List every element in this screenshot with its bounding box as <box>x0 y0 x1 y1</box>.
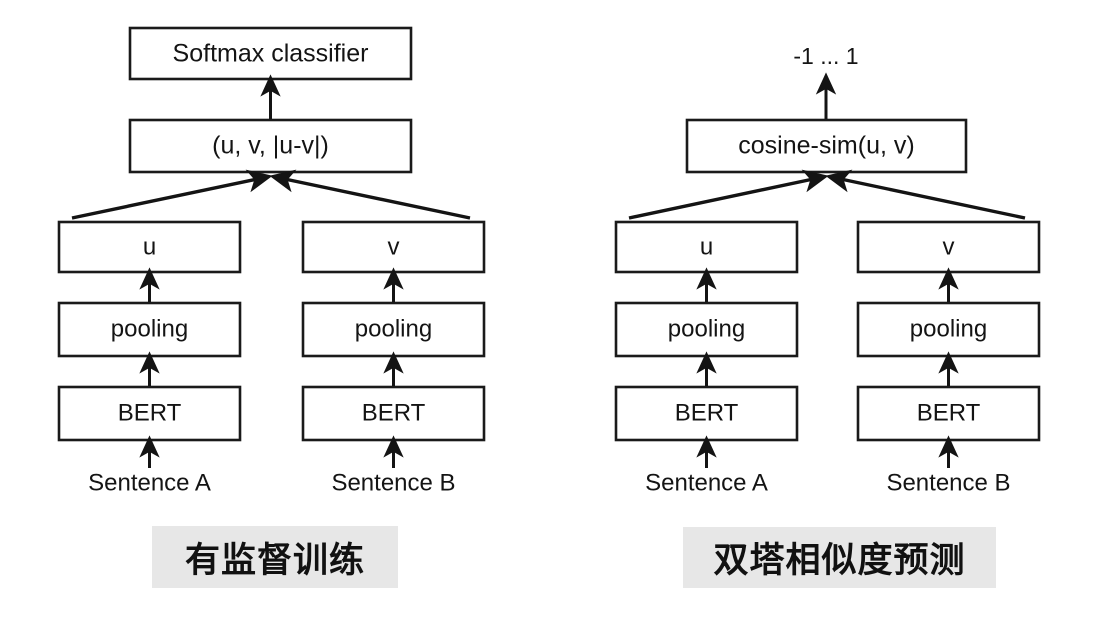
arrow-v-to-cosine <box>825 169 1026 220</box>
arrow-u-to-combine <box>71 169 273 220</box>
u-rect-right <box>614 220 799 274</box>
caption-supervised-training-text: 有监督训练 <box>184 540 365 581</box>
pooling-left-label: pooling <box>111 315 188 342</box>
pooling-left-label-right: pooling <box>668 315 745 342</box>
softmax-classifier-rect <box>128 26 413 81</box>
pooling-right-rect-right <box>856 301 1041 358</box>
caption-supervised-training: 有监督训练 <box>152 526 398 588</box>
caption-dual-tower-similarity: 双塔相似度预测 <box>683 527 996 588</box>
left-panel-head-box: Softmax classifier <box>128 26 413 81</box>
arrow-v-to-combine <box>269 169 471 220</box>
left-panel-bert-right-box: BERT <box>301 385 486 442</box>
pooling-right-rect <box>301 301 486 358</box>
bert-left-label-right: BERT <box>675 399 739 426</box>
bert-right-rect-right <box>856 385 1041 442</box>
left-panel-combine-box: (u, v, |u-v|) <box>128 118 413 174</box>
v-rect-right <box>856 220 1041 274</box>
v-label-right: v <box>943 233 955 260</box>
right-panel-v-box: v <box>856 220 1041 274</box>
right-panel-combine-box: cosine-sim(u, v) <box>685 118 968 174</box>
pooling-left-rect <box>57 301 242 358</box>
left-panel-bert-left-box: BERT <box>57 385 242 442</box>
right-panel-pooling-left-box: pooling <box>614 301 799 358</box>
combine-label: (u, v, |u-v|) <box>212 132 329 160</box>
sentence-b-label: Sentence B <box>331 469 455 496</box>
u-label: u <box>143 233 156 260</box>
bert-left-label: BERT <box>118 399 182 426</box>
left-panel-v-box: v <box>301 220 486 274</box>
left-panel-pooling-right-box: pooling <box>301 301 486 358</box>
bert-right-label: BERT <box>362 399 426 426</box>
cosine-sim-label: cosine-sim(u, v) <box>738 132 914 160</box>
arrow-u-to-cosine <box>628 169 829 220</box>
v-rect <box>301 220 486 274</box>
v-label: v <box>388 233 400 260</box>
pooling-right-label-right: pooling <box>910 315 987 342</box>
right-panel-u-box: u <box>614 220 799 274</box>
u-label-right: u <box>700 233 713 260</box>
similarity-range-label: -1 ... 1 <box>793 43 858 69</box>
sentence-a-label-right: Sentence A <box>645 469 768 496</box>
right-panel-bert-left-box: BERT <box>614 385 799 442</box>
right-panel-bert-right-box: BERT <box>856 385 1041 442</box>
sentence-a-label: Sentence A <box>88 469 211 496</box>
pooling-right-label: pooling <box>355 315 432 342</box>
left-panel-pooling-left-box: pooling <box>57 301 242 358</box>
caption-dual-tower-similarity-text: 双塔相似度预测 <box>713 541 966 581</box>
left-panel-u-box: u <box>57 220 242 274</box>
right-panel-pooling-right-box: pooling <box>856 301 1041 358</box>
pooling-left-rect-right <box>614 301 799 358</box>
softmax-classifier-label: Softmax classifier <box>173 40 369 68</box>
bert-left-rect <box>57 385 242 442</box>
sentence-b-label-right: Sentence B <box>886 469 1010 496</box>
bert-right-label-right: BERT <box>917 399 981 426</box>
